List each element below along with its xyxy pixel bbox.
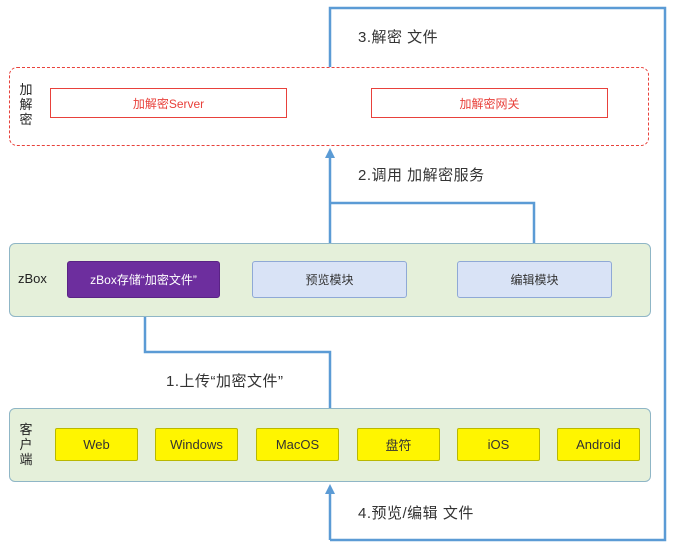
client-drive-letter: 盘符 bbox=[357, 428, 440, 461]
preview-module-box: 预览模块 bbox=[252, 261, 407, 298]
encryption-gateway-box: 加解密网关 bbox=[371, 88, 608, 118]
step-3-label: 3.解密 文件 bbox=[358, 29, 439, 46]
client-web: Web bbox=[55, 428, 138, 461]
encryption-server-box: 加解密Server bbox=[50, 88, 287, 118]
client-android: Android bbox=[557, 428, 640, 461]
client-windows: Windows bbox=[155, 428, 238, 461]
decrypt-line bbox=[328, 6, 667, 542]
zbox-storage-box: zBox存储“加密文件” bbox=[67, 261, 220, 298]
client-layer-label: 客户端 bbox=[19, 422, 33, 467]
zbox-layer-label: zBox bbox=[18, 271, 47, 286]
step-4-label: 4.预览/编辑 文件 bbox=[358, 505, 474, 522]
step-1-label: 1.上传“加密文件” bbox=[166, 373, 284, 390]
encryption-layer bbox=[9, 67, 649, 146]
step-2-label: 2.调用 加解密服务 bbox=[358, 167, 485, 184]
edit-module-link bbox=[330, 201, 536, 262]
edit-module-box: 编辑模块 bbox=[457, 261, 612, 298]
upload-arrow bbox=[140, 299, 332, 408]
encryption-layer-label: 加解密 bbox=[19, 82, 33, 127]
client-ios: iOS bbox=[457, 428, 540, 461]
client-macos: MacOS bbox=[256, 428, 339, 461]
